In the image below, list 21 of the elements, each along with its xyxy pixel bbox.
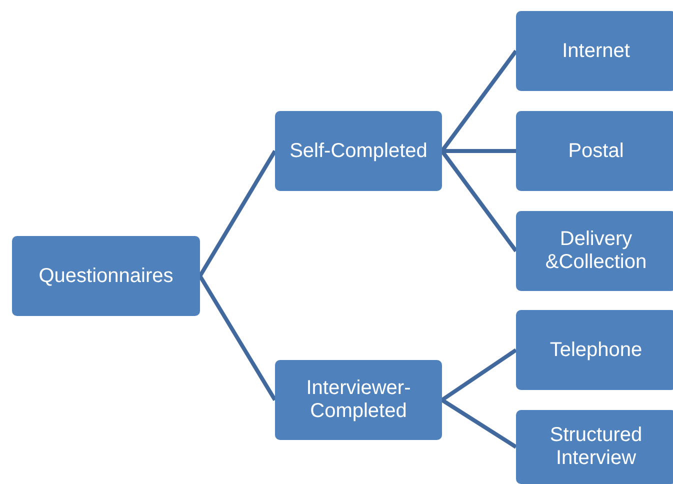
category-box xyxy=(516,410,673,484)
connector-line xyxy=(440,398,518,449)
category-box xyxy=(275,111,442,191)
category-box xyxy=(516,211,673,291)
connector-line xyxy=(198,150,277,278)
category-box xyxy=(516,11,673,91)
category-box xyxy=(275,360,442,440)
box-label: Structured Interview xyxy=(548,424,644,470)
connector-line xyxy=(198,274,277,402)
category-box xyxy=(12,236,200,316)
box-label: Postal xyxy=(568,140,624,162)
connector-line xyxy=(442,149,516,153)
connector-line xyxy=(440,348,518,402)
box-label: Interviewer- Completed xyxy=(305,377,412,423)
category-box xyxy=(516,111,673,191)
category-box xyxy=(516,310,673,390)
box-label: Self-Completed xyxy=(290,140,428,162)
box-label: Delivery &Collection xyxy=(544,228,648,274)
box-label: Questionnaires xyxy=(38,264,174,288)
box-label: Internet xyxy=(562,40,630,62)
box-label: Telephone xyxy=(550,338,642,362)
